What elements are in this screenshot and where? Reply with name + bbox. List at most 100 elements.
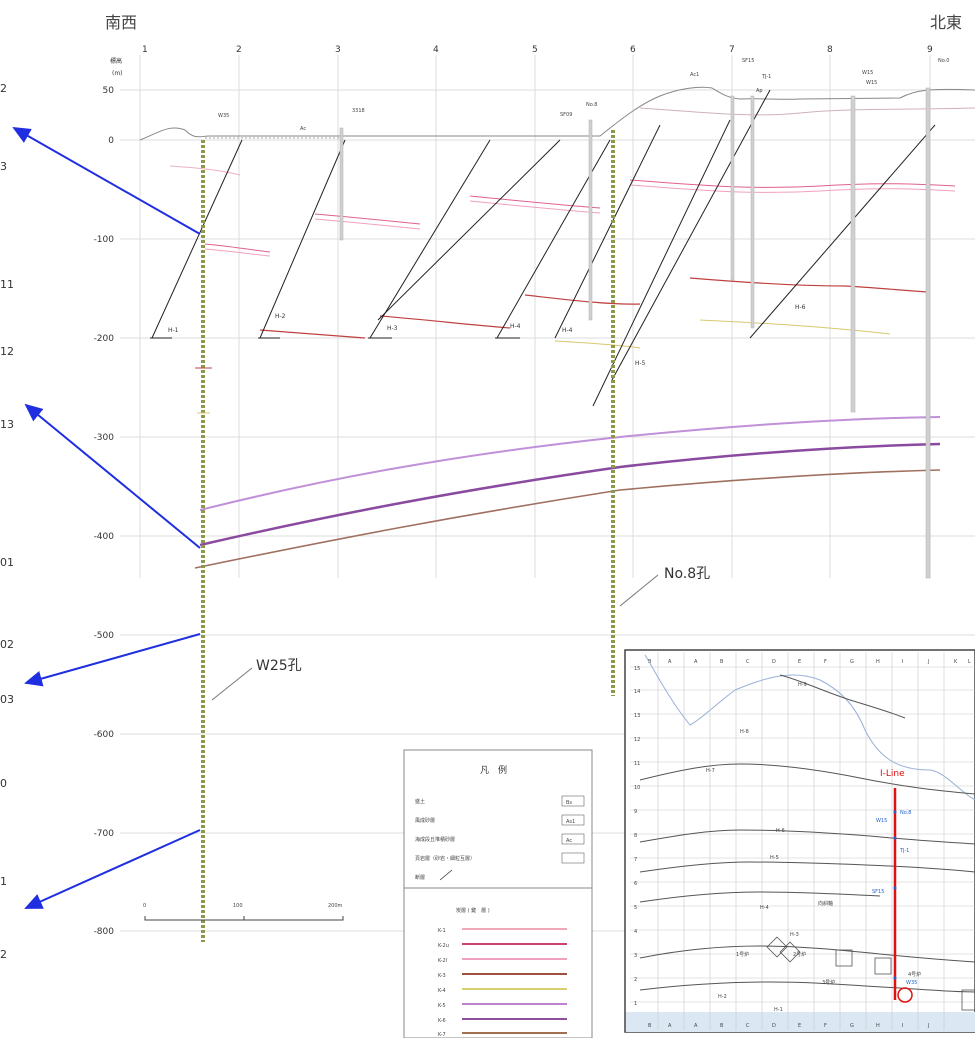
no8-label: No.8孔 (664, 566, 710, 582)
legend-row-code: Ac (566, 838, 572, 844)
k3-seam (259, 277, 931, 339)
elevation-tick: -600 (94, 730, 115, 740)
inset-col-letter: I (902, 659, 903, 665)
fault-label: H-1 (168, 327, 179, 334)
elevation-tick: -400 (94, 532, 115, 542)
reactor-label: 3号炉 (822, 979, 835, 986)
inset-col-letter: F (824, 659, 827, 665)
inset-row-number: 15 (634, 666, 640, 672)
column-grid (139, 55, 931, 578)
fault-label: H-3 (387, 325, 398, 332)
column-number: 7 (729, 45, 735, 55)
inset-col-letter: G (850, 659, 854, 665)
borehole-label: Ap (756, 88, 763, 94)
elevation-tick: -200 (94, 334, 115, 344)
legend-row-label: 断層 (415, 874, 425, 881)
inset-row-number: 2 (634, 977, 637, 983)
scale-bar: 0 100 200m (143, 903, 344, 921)
fault-label: H-2 (275, 313, 286, 320)
edge-label: 2 (0, 948, 7, 961)
upper-coal-seams (169, 165, 956, 257)
borehole-label: Ac1 (690, 72, 699, 78)
header-southwest: 南西 (105, 13, 137, 32)
elevation-tick: -700 (94, 829, 115, 839)
inset-col-letter: G (850, 1023, 854, 1029)
inset-col-letter: A (668, 659, 672, 665)
borehole-label: W35 (218, 113, 229, 119)
inset-row-number: 13 (634, 713, 640, 719)
inset-column-letters: B A A B C D E F G H I J K L B A A B C D … (648, 659, 971, 1029)
column-number: 2 (236, 45, 242, 55)
no8-callout-line (619, 574, 659, 607)
inset-row-numbers: 15 14 13 12 11 10 9 8 7 6 5 4 3 2 1 (634, 666, 640, 1007)
inset-col-letter: A (668, 1023, 672, 1029)
coal-seam-name: K-1 (438, 928, 446, 934)
inset-row-number: 1 (634, 1001, 637, 1007)
left-edge-labels: 2 3 11 12 13 01 02 03 0 1 2 (0, 82, 14, 961)
inset-col-letter: E (798, 659, 801, 665)
origin-circle-marker (897, 987, 913, 1003)
inset-blue-label: W35 (906, 980, 917, 986)
legend: 凡 例 盛土 Bs 風成砂層 As1 海成段丘堆積砂層 Ac 頁岩層（砂岩・細粒… (403, 749, 593, 1039)
legend-row-label: 盛土 (415, 798, 425, 805)
edge-label: 1 (0, 875, 7, 888)
header-northeast: 北東 (930, 13, 962, 32)
inset-col-letter: C (746, 659, 750, 665)
column-numbers: 1 2 3 4 5 6 7 8 9 (142, 45, 933, 55)
elevation-tick: -500 (94, 631, 115, 641)
column-number: 5 (532, 45, 538, 55)
fault-label: H-5 (635, 360, 646, 367)
w25-callout-line (211, 667, 253, 701)
inset-row-number: 5 (634, 905, 637, 911)
coal-seam-list: K-1 K-2u K-2l K-3 K-4 K-5 K-6 K-7 (438, 928, 567, 1038)
inset-fault-label: H-2 (718, 994, 727, 1000)
fault-label: H-4 (562, 327, 573, 334)
inset-col-letter: D (772, 1023, 776, 1029)
borehole-label: SF09 (560, 112, 572, 118)
borehole-label: No.8 (586, 102, 597, 108)
scale-zero: 0 (143, 903, 146, 909)
legend-row-label: 風成砂層 (415, 817, 435, 824)
borehole-top-labels: W35 3318 SF09 No.8 Ac1 SF15 TJ-1 Ap W15 … (218, 58, 949, 132)
coal-seam-name: K-2l (438, 958, 447, 964)
elevation-tick: 50 (103, 86, 115, 96)
i-line-label: I-Line (880, 769, 905, 779)
legend-row-label: 海成段丘堆積砂層 (415, 836, 455, 843)
ground-surface-line (139, 86, 975, 141)
inset-blue-label: W15 (876, 818, 887, 824)
inset-blue-label: SF15 (872, 889, 884, 895)
inset-row-number: 11 (634, 761, 640, 767)
fault-label: H-4 (510, 323, 521, 330)
elevation-unit: (m) (112, 70, 123, 77)
inset-col-letter: J (927, 659, 929, 665)
blue-arrows (12, 127, 201, 909)
edge-label: 01 (0, 556, 14, 569)
inset-row-number: 7 (634, 857, 637, 863)
inset-fault-label: H-5 (770, 855, 779, 861)
inset-fault-label: H-7 (706, 768, 715, 774)
scale-mid: 100 (233, 903, 243, 909)
inset-col-letter: J (927, 1023, 929, 1029)
column-number: 8 (827, 45, 833, 55)
elevation-tick: -100 (94, 235, 115, 245)
inset-fault-label: H-9 (798, 682, 807, 688)
reactor-label: 4号炉 (908, 971, 921, 978)
inset-col-letter: L (968, 659, 971, 665)
column-number: 1 (142, 45, 148, 55)
edge-label: 03 (0, 693, 14, 706)
inset-fault-labels: H-9 H-8 H-7 H-6 H-5 H-4 H-3 H-2 H-1 (706, 682, 807, 1013)
inset-col-letter: A (694, 1023, 698, 1029)
inset-borehole-dots (893, 810, 897, 980)
elevation-unit-label: 標高 (110, 57, 122, 65)
edge-label: 11 (0, 278, 14, 291)
borehole-label: W15 (866, 80, 877, 86)
legend-rows: 盛土 Bs 風成砂層 As1 海成段丘堆積砂層 Ac 頁岩層（砂岩・細粒互層） … (415, 795, 585, 881)
edge-label: 12 (0, 345, 14, 358)
inset-blue-label: No.8 (900, 810, 911, 816)
borehole-label: TJ-1 (761, 74, 771, 80)
edge-label: 02 (0, 638, 14, 651)
inset-reactor-labels: 1号炉 2号炉 3号炉 4号炉 向斜軸 (736, 900, 921, 986)
inset-row-number: 14 (634, 689, 640, 695)
